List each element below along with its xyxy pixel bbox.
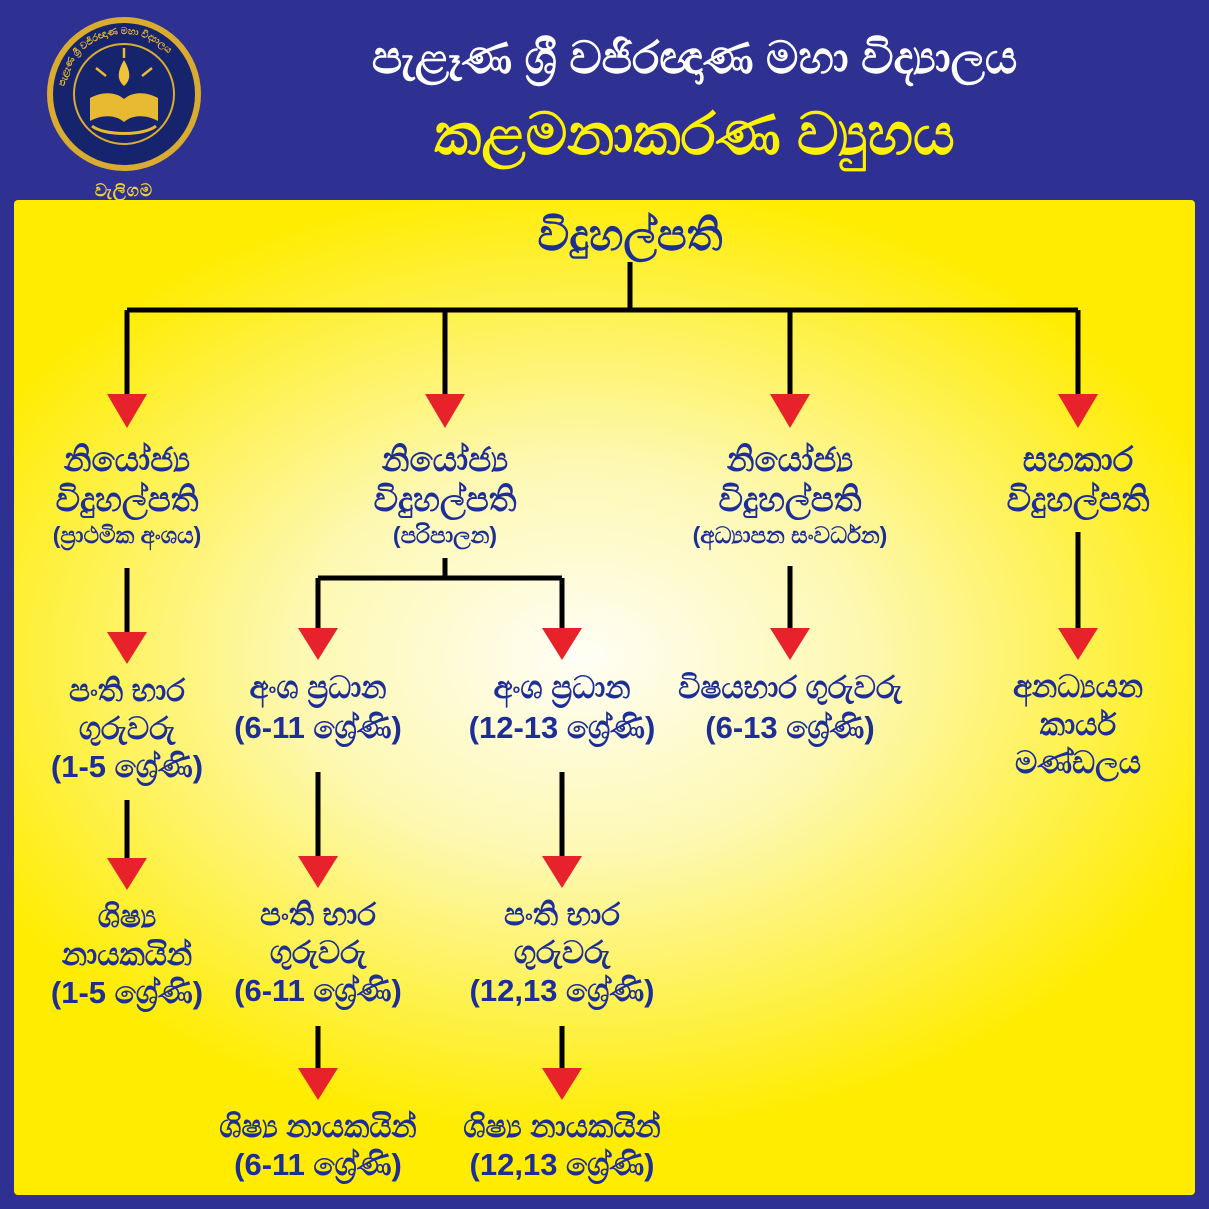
- node-text-line: (6-11 ශ්‍රේණි): [234, 973, 402, 1008]
- node-prefects-6-11: ශිෂ්‍ය නායකයින් (6-11 ශ්‍රේණි): [219, 1108, 416, 1184]
- node-text-line: විදුහල්පති: [537, 211, 723, 260]
- node-text-line: විෂයභාර ගුරුවරු: [678, 670, 902, 705]
- school-crest-icon: පැළෑණ ශ්‍රී වජිරඥාණ මහා විද්‍යාලය: [47, 17, 201, 171]
- node-text-line: ශිෂ්‍ය නායකයින්: [219, 1109, 417, 1144]
- school-logo: පැළෑණ ශ්‍රී වජිරඥාණ මහා විද්‍යාලය වැලිගම: [40, 14, 208, 201]
- node-text-line: මණ්ඩලය: [1014, 745, 1142, 780]
- node-text-line: අංශ ප්‍රධාන: [249, 670, 387, 705]
- node-class-teachers-12-13: පංති භාර ගුරුවරු (12,13 ශ්‍රේණි): [470, 896, 655, 1010]
- node-text-line: පංති භාර: [69, 673, 185, 708]
- school-name: පැළෑණ ශ්‍රී වජිරඥාණ මහා විද්‍යාලය: [371, 31, 1018, 83]
- node-deputy-principal-admin: නියෝජ්‍ය විදුහල්පති (පරිපාලන): [374, 440, 517, 550]
- node-text-line: පංති භාර: [504, 897, 620, 932]
- node-text-line: නායකයින්: [61, 937, 193, 972]
- node-text-line: නියෝජ්‍ය: [381, 441, 509, 479]
- node-text-line: (6-13 ශ්‍රේණි): [705, 710, 875, 745]
- node-text-line: ගුරුවරු: [78, 711, 176, 746]
- page-title: කළමනාකරණ ව්‍යුහය: [434, 101, 955, 167]
- logo-caption: වැලිගම: [94, 181, 154, 200]
- book-left-icon: [90, 93, 124, 122]
- node-text-line: නියෝජ්‍ය: [726, 441, 854, 479]
- node-subtitle: (ප්‍රාථමික අංශය): [52, 522, 202, 548]
- node-text-line: ශිෂ්‍ය: [97, 899, 157, 934]
- node-subtitle: (පරිපාලන): [392, 522, 498, 548]
- node-assistant-principal: සහකාර විදුහල්පති: [1007, 440, 1150, 520]
- node-text-line: පංති භාර: [260, 897, 376, 932]
- node-text-line: විදුහල්පති: [718, 481, 862, 519]
- node-subtitle: (අධ්‍යාපන සංවර්ධන): [692, 522, 888, 548]
- node-text-line: (12-13 ශ්‍රේණි): [468, 710, 656, 745]
- node-section-head-12-13: අංශ ප්‍රධාන (12-13 ශ්‍රේණි): [469, 668, 656, 748]
- node-non-academic-staff: අනධ්‍යයන කාර්ය මණ්ඩලය: [1013, 668, 1143, 782]
- node-text-line: විදුහල්පති: [373, 481, 517, 519]
- node-text-line: (6-11 ශ්‍රේණි): [234, 1147, 402, 1182]
- node-text-line: (1-5 ශ්‍රේණි): [50, 975, 204, 1010]
- node-text-line: (6-11 ශ්‍රේණි): [234, 710, 402, 745]
- node-text-line: විදුහල්පති: [1006, 481, 1150, 519]
- rays-icon: [95, 48, 153, 77]
- node-text-line: ශිෂ්‍ය නායකයින්: [463, 1109, 661, 1144]
- node-prefects-1-5: ශිෂ්‍ය නායකයින් (1-5 ශ්‍රේණි): [51, 898, 203, 1012]
- node-subject-teachers: විෂයභාර ගුරුවරු (6-13 ශ්‍රේණි): [678, 668, 902, 748]
- book-right-icon: [124, 93, 158, 122]
- header: පැළෑණ ශ්‍රී වජිරඥාණ මහා විද්‍යාලය වැලිගම…: [0, 0, 1209, 200]
- node-text-line: (12,13 ශ්‍රේණි): [469, 1147, 655, 1182]
- node-text-line: නියෝජ්‍ය: [63, 441, 191, 479]
- node-text-line: විදුහල්පති: [55, 481, 199, 519]
- node-text-line: කාර්ය: [1039, 707, 1117, 742]
- node-text-line: (1-5 ශ්‍රේණි): [50, 749, 204, 784]
- node-section-head-6-11: අංශ ප්‍රධාන (6-11 ශ්‍රේණි): [234, 668, 402, 748]
- node-deputy-principal-primary: නියෝජ්‍ය විදුහල්පති (ප්‍රාථමික අංශය): [53, 440, 202, 550]
- header-titles: පැළෑණ ශ්‍රී වජිරඥාණ මහා විද්‍යාලය කළමනාක…: [210, 0, 1179, 200]
- node-text-line: අනධ්‍යයන: [1012, 669, 1144, 704]
- flame-icon: [118, 60, 130, 86]
- node-text-line: (12,13 ශ්‍රේණි): [469, 973, 655, 1008]
- node-prefects-12-13: ශිෂ්‍ය නායකයින් (12,13 ශ්‍රේණි): [463, 1108, 660, 1184]
- node-principal: විදුහල්පති: [538, 212, 723, 260]
- node-text-line: ගුරුවරු: [269, 935, 367, 970]
- laurel-icon: [91, 124, 157, 135]
- node-text-line: ගුරුවරු: [513, 935, 611, 970]
- node-class-teachers-1-5: පංති භාර ගුරුවරු (1-5 ශ්‍රේණි): [51, 672, 203, 786]
- node-text-line: අංශ ප්‍රධාන: [493, 670, 631, 705]
- node-text-line: සහකාර: [1022, 441, 1134, 479]
- node-class-teachers-6-11: පංති භාර ගුරුවරු (6-11 ශ්‍රේණි): [234, 896, 402, 1010]
- node-deputy-principal-education: නියෝජ්‍ය විදුහල්පති (අධ්‍යාපන සංවර්ධන): [693, 440, 888, 550]
